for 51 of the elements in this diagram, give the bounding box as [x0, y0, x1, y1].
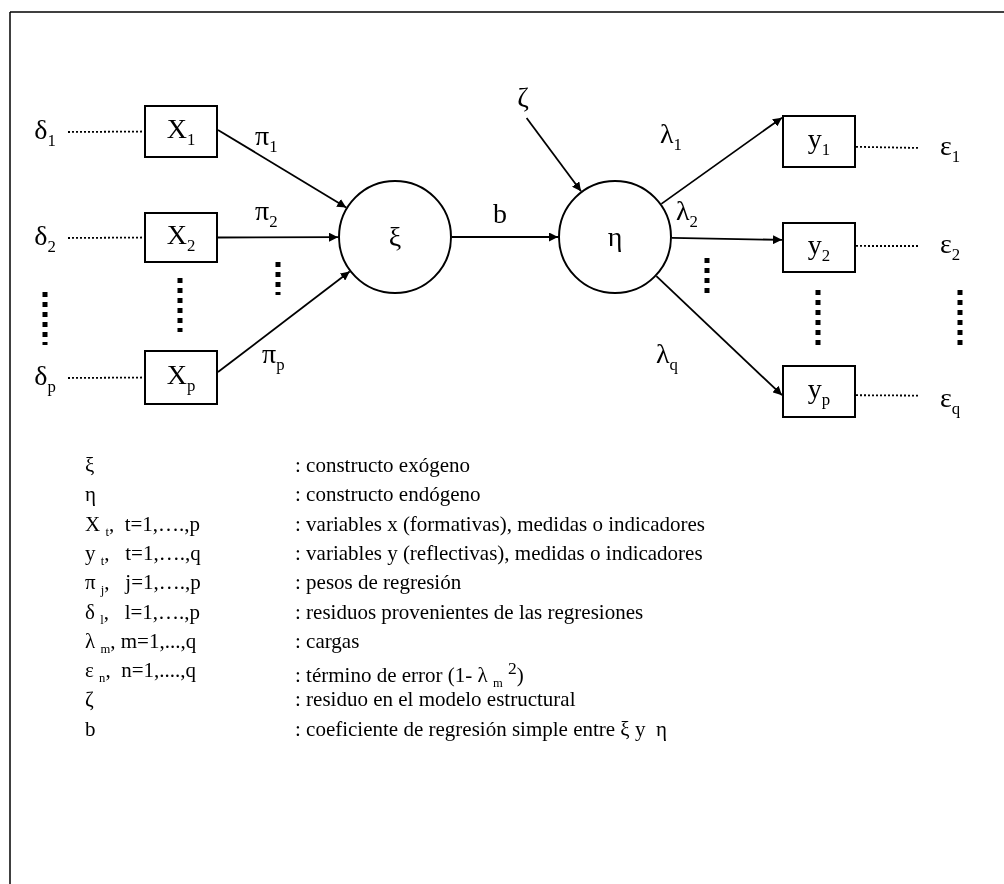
construct-circle: ξ: [338, 180, 452, 294]
definition-text: : coeficiente de regresión simple entre ξ y η: [295, 716, 667, 742]
arrow: [655, 275, 783, 397]
indicator-box: y$_{1}$: [782, 115, 856, 168]
construct-circle: η: [558, 180, 672, 294]
edge-label: b: [493, 198, 507, 230]
arrow: [217, 129, 348, 209]
definition-text: : variables x (formativas), medidas o indicadores: [295, 511, 705, 537]
arrow: [217, 270, 351, 373]
dotted-line: [67, 130, 145, 133]
edge-label: λ$_{q}$: [656, 338, 678, 375]
indicator-box: y$_{2}$: [782, 222, 856, 273]
edge-label: λ$_{1}$: [660, 118, 682, 155]
edge-label: π$_{1}$: [255, 120, 278, 157]
dotted-line: [67, 376, 145, 379]
edge-label: π$_{2}$: [255, 195, 278, 232]
symbol-label: δ$_{1}$: [22, 110, 68, 154]
definition-text: : constructo endógeno: [295, 482, 481, 508]
symbol-label: δ$_{2}$: [22, 216, 68, 260]
arrow: [525, 117, 582, 193]
symbol-label: ε$_{2}$: [920, 224, 980, 268]
symbol-text: y $_{t}$, t=1,….,q: [85, 540, 201, 570]
definition-text: : variables y (reflectivas), medidas o indicadores: [295, 540, 703, 566]
symbol-label: ε$_{1}$: [920, 126, 980, 170]
symbol-label: δ$_{p}$: [22, 356, 68, 400]
definition-text: : residuos provenientes de las regresiones: [295, 599, 644, 625]
definition-text: : constructo exógeno: [295, 453, 470, 478]
symbol-text: ξ: [85, 453, 95, 478]
symbol-text: b: [85, 716, 96, 742]
dotted-line: [67, 236, 145, 239]
arrow: [217, 232, 339, 242]
definition-text: : cargas: [295, 628, 360, 654]
definition-text: : pesos de regresión: [295, 570, 462, 596]
indicator-box: X$_{1}$: [144, 105, 218, 158]
symbol-text: ε $_{n}$, n=1,....,q: [85, 658, 196, 687]
symbol-text: π $_{j}$, j=1,….,p: [85, 570, 201, 599]
edge-label: π$_{p}$: [262, 338, 285, 375]
edge-label: λ$_{2}$: [676, 195, 698, 232]
indicator-box: X$_{2}$: [144, 212, 218, 263]
arrow: [451, 232, 559, 242]
symbol-label: ζ: [505, 78, 541, 118]
arrow: [660, 116, 783, 205]
symbol-text: λ $_{m}$, m=1,...,q: [85, 628, 197, 657]
symbol-text: ζ: [85, 687, 94, 713]
arrow: [671, 235, 783, 245]
symbol-text: X $_{t}$, t=1,….,p: [85, 511, 201, 540]
symbol-label: ε$_{q}$: [920, 378, 980, 422]
indicator-box: X$_{p}$: [144, 350, 218, 405]
indicator-box: y$_{p}$: [782, 365, 856, 418]
symbol-text: δ $_{l}$, l=1,….,p: [85, 599, 201, 628]
symbol-text: η: [85, 482, 96, 508]
